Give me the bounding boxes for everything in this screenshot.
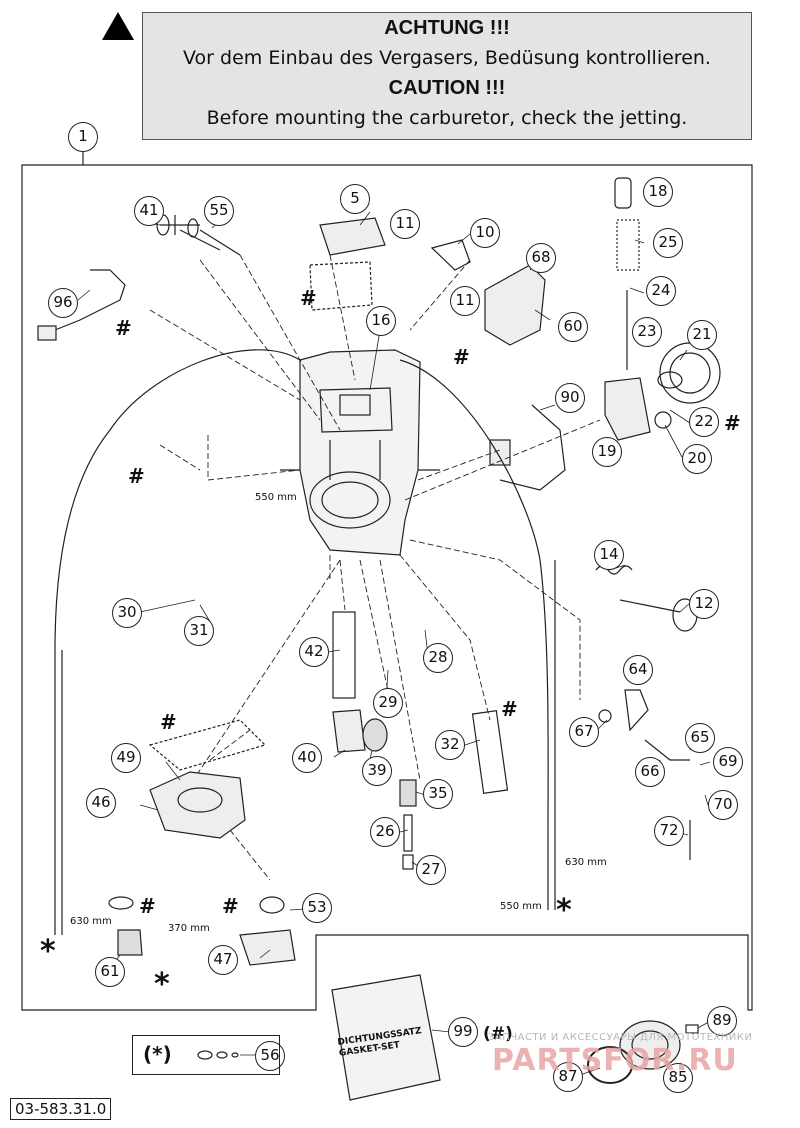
callout-89: 89 xyxy=(707,1006,737,1036)
asterisk-kit-box: (*) xyxy=(132,1035,280,1075)
callout-70: 70 xyxy=(708,790,738,820)
callout-69: 69 xyxy=(713,747,743,777)
drawing-part-number: 03-583.31.0 xyxy=(10,1098,112,1120)
callout-18: 18 xyxy=(643,177,673,207)
callout-96: 96 xyxy=(48,288,78,318)
hose-length-label: 630 mm xyxy=(565,857,607,868)
callout-12: 12 xyxy=(689,589,719,619)
hash-marker: # xyxy=(222,894,239,918)
callout-11-bottom: 11 xyxy=(450,286,480,316)
hash-marker: # xyxy=(453,345,470,369)
warning-text-en: Before mounting the carburetor, check th… xyxy=(206,107,688,129)
callout-87: 87 xyxy=(553,1062,583,1092)
callout-49: 49 xyxy=(111,743,141,773)
callout-61: 61 xyxy=(95,957,125,987)
callout-21: 21 xyxy=(687,320,717,350)
callout-22: 22 xyxy=(689,407,719,437)
callout-23: 23 xyxy=(632,317,662,347)
callout-26: 26 xyxy=(370,817,400,847)
callout-16: 16 xyxy=(366,306,396,336)
callout-30: 30 xyxy=(112,598,142,628)
callout-65: 65 xyxy=(685,723,715,753)
callout-28: 28 xyxy=(423,643,453,673)
callout-11-top: 11 xyxy=(390,209,420,239)
callout-42: 42 xyxy=(299,637,329,667)
callout-99: 99 xyxy=(448,1017,478,1047)
float-bowl xyxy=(149,771,246,839)
star-marker: * xyxy=(40,934,56,969)
warning-title-en: CAUTION !!! xyxy=(388,77,506,99)
hash-marker: # xyxy=(160,710,177,734)
caution-notice: ACHTUNG !!! Vor dem Einbau des Vergasers… xyxy=(142,12,752,140)
callout-67: 67 xyxy=(569,717,599,747)
asterisk-note: (*) xyxy=(143,1042,172,1066)
callout-24: 24 xyxy=(646,276,676,306)
callout-5: 5 xyxy=(340,184,370,214)
callout-31: 31 xyxy=(184,616,214,646)
callout-35: 35 xyxy=(423,779,453,809)
callout-32: 32 xyxy=(435,730,465,760)
hose-length-label: 370 mm xyxy=(168,923,210,934)
callout-1: 1 xyxy=(68,122,98,152)
callout-72: 72 xyxy=(654,816,684,846)
hose-length-label: 550 mm xyxy=(255,492,297,503)
callout-39: 39 xyxy=(362,756,392,786)
callout-14: 14 xyxy=(594,540,624,570)
hash-marker: # xyxy=(300,286,317,310)
assembly-frame xyxy=(21,164,753,1011)
callout-90: 90 xyxy=(555,383,585,413)
watermark-logo: PARTSFOR.RU xyxy=(492,1043,738,1078)
callout-29: 29 xyxy=(373,688,403,718)
vent-hose-left xyxy=(54,349,301,870)
warning-text-de: Vor dem Einbau des Vergasers, Bedüsung k… xyxy=(183,47,711,69)
hose-length-label: 550 mm xyxy=(500,901,542,912)
hash-marker: # xyxy=(115,316,132,340)
hash-marker: # xyxy=(128,464,145,488)
hose-length-label: 630 mm xyxy=(70,916,112,927)
gasket-set-hash-note: (#) xyxy=(483,1024,513,1044)
callout-68: 68 xyxy=(526,243,556,273)
watermark-caption: ЗАПЧАСТИ И АКСЕССУАРЫ ДЛЯ МОТОТЕХНИКИ xyxy=(488,1032,753,1043)
callout-47: 47 xyxy=(208,945,238,975)
hash-marker: # xyxy=(724,411,741,435)
callout-20: 20 xyxy=(682,444,712,474)
warning-triangle-icon xyxy=(102,12,134,40)
callout-10: 10 xyxy=(470,218,500,248)
hash-marker: # xyxy=(501,697,518,721)
callout-60: 60 xyxy=(558,312,588,342)
carburetor-body xyxy=(280,349,440,556)
warning-title-de: ACHTUNG !!! xyxy=(384,17,510,39)
hash-marker: # xyxy=(139,894,156,918)
callout-66: 66 xyxy=(635,757,665,787)
callout-64: 64 xyxy=(623,655,653,685)
callout-25: 25 xyxy=(653,228,683,258)
gasket-set-packet xyxy=(331,974,441,1101)
callout-19: 19 xyxy=(592,437,622,467)
vent-hose-right xyxy=(399,359,549,831)
callout-85: 85 xyxy=(663,1063,693,1093)
callout-41: 41 xyxy=(134,196,164,226)
star-marker: * xyxy=(154,967,170,1002)
callout-27: 27 xyxy=(416,855,446,885)
callout-56: 56 xyxy=(255,1041,285,1071)
callout-40: 40 xyxy=(292,743,322,773)
star-marker: * xyxy=(556,893,572,928)
callout-46: 46 xyxy=(86,788,116,818)
callout-53: 53 xyxy=(302,893,332,923)
callout-55: 55 xyxy=(204,196,234,226)
